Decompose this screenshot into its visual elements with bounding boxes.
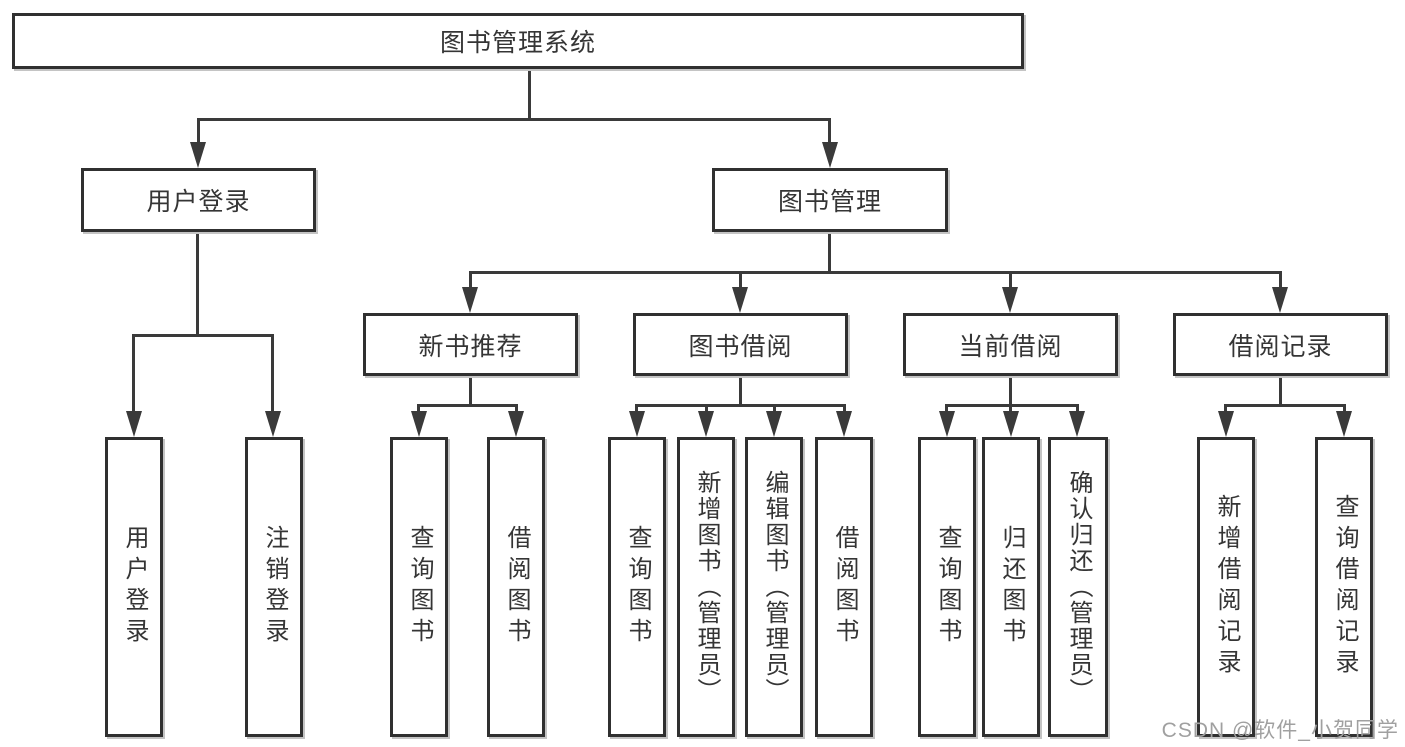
leaf-label: 借阅图书 <box>503 525 530 649</box>
arrowhead-down-icon <box>836 411 852 437</box>
connector-line <box>271 334 274 414</box>
connector-line <box>469 376 472 406</box>
node-label: 借阅记录 <box>1228 332 1333 361</box>
arrowhead-down-icon <box>822 142 838 168</box>
arrowhead-down-icon <box>1218 411 1234 437</box>
arrowhead-down-icon <box>462 287 478 313</box>
leaf-borrow-books: 借阅图书 <box>815 437 873 737</box>
leaf-label: 编辑图书（管理员） <box>761 470 788 704</box>
leaf-borrow-books-recommend: 借阅图书 <box>487 437 545 737</box>
node-label: 图书管理 <box>777 188 882 216</box>
connector-line <box>469 271 1281 274</box>
connector-line <box>1279 376 1282 406</box>
connector-line <box>1224 404 1227 414</box>
arrowhead-down-icon <box>629 411 645 437</box>
node-book-management: 图书管理 <box>712 168 948 232</box>
node-root-system: 图书管理系统 <box>12 13 1024 69</box>
connector-line <box>739 271 742 291</box>
arrowhead-down-icon <box>1002 287 1018 313</box>
csdn-watermark: CSDN @软件_小贺同学 <box>1161 719 1399 742</box>
connector-line <box>635 404 638 414</box>
arrowhead-down-icon <box>1003 411 1019 437</box>
arrowhead-down-icon <box>190 142 206 168</box>
leaf-label: 新增图书（管理员） <box>693 470 720 704</box>
arrowhead-down-icon <box>508 411 524 437</box>
connector-line <box>197 118 200 146</box>
arrowhead-down-icon <box>732 287 748 313</box>
connector-line <box>1009 376 1012 406</box>
node-book-borrow: 图书借阅 <box>633 313 848 376</box>
connector-line <box>132 334 135 414</box>
leaf-label: 查询借阅记录 <box>1331 494 1358 680</box>
arrowhead-down-icon <box>1069 411 1085 437</box>
connector-line <box>773 404 776 414</box>
leaf-return-books: 归还图书 <box>982 437 1040 737</box>
node-label: 图书管理系统 <box>439 29 596 57</box>
connector-line <box>528 69 531 119</box>
arrowhead-down-icon <box>1272 287 1288 313</box>
arrowhead-down-icon <box>411 411 427 437</box>
connector-line <box>132 334 274 337</box>
node-label: 新书推荐 <box>418 332 523 361</box>
connector-line <box>828 118 831 146</box>
connector-line <box>1009 271 1012 291</box>
leaf-add-books-admin: 新增图书（管理员） <box>677 437 735 737</box>
connector-line <box>739 376 742 406</box>
node-current-borrow: 当前借阅 <box>903 313 1118 376</box>
leaf-label: 查询图书 <box>934 525 961 649</box>
leaf-query-books-borrow: 查询图书 <box>608 437 666 737</box>
leaf-label: 新增借阅记录 <box>1213 494 1240 680</box>
arrowhead-down-icon <box>1336 411 1352 437</box>
leaf-label: 归还图书 <box>998 525 1025 649</box>
leaf-query-borrow-record: 查询借阅记录 <box>1315 437 1373 737</box>
node-user-login: 用户登录 <box>81 168 316 232</box>
leaf-edit-books-admin: 编辑图书（管理员） <box>745 437 803 737</box>
connector-line <box>1009 404 1012 414</box>
leaf-add-borrow-record: 新增借阅记录 <box>1197 437 1255 737</box>
connector-line <box>705 404 708 414</box>
leaf-label: 确认归还（管理员） <box>1065 470 1092 704</box>
arrowhead-down-icon <box>698 411 714 437</box>
leaf-confirm-return-admin: 确认归还（管理员） <box>1048 437 1108 737</box>
leaf-query-books-recommend: 查询图书 <box>390 437 448 737</box>
connector-line <box>197 118 831 121</box>
arrowhead-down-icon <box>126 411 142 437</box>
connector-line <box>635 404 846 407</box>
leaf-label: 注销登录 <box>261 525 288 649</box>
connector-line <box>828 232 831 273</box>
leaf-label: 查询图书 <box>406 525 433 649</box>
connector-line <box>1076 404 1079 414</box>
node-label: 图书借阅 <box>688 332 793 361</box>
connector-line <box>417 404 420 414</box>
arrowhead-down-icon <box>265 411 281 437</box>
leaf-user-login: 用户登录 <box>105 437 163 737</box>
connector-line <box>417 404 518 407</box>
leaf-logout: 注销登录 <box>245 437 303 737</box>
connector-line <box>515 404 518 414</box>
node-label: 当前借阅 <box>958 332 1063 361</box>
leaf-query-books-current: 查询图书 <box>918 437 976 737</box>
connector-line <box>945 404 1079 407</box>
leaf-label: 查询图书 <box>624 525 651 649</box>
node-borrow-records: 借阅记录 <box>1173 313 1388 376</box>
connector-line <box>469 271 472 291</box>
connector-line <box>196 232 199 336</box>
arrowhead-down-icon <box>766 411 782 437</box>
connector-line <box>945 404 948 414</box>
leaf-label: 借阅图书 <box>831 525 858 649</box>
connector-line <box>1279 271 1282 291</box>
node-label: 用户登录 <box>146 188 251 216</box>
leaf-label: 用户登录 <box>121 525 148 649</box>
arrowhead-down-icon <box>939 411 955 437</box>
connector-line <box>1343 404 1346 414</box>
connector-line <box>1224 404 1346 407</box>
node-new-book-recommend: 新书推荐 <box>363 313 578 376</box>
connector-line <box>843 404 846 414</box>
